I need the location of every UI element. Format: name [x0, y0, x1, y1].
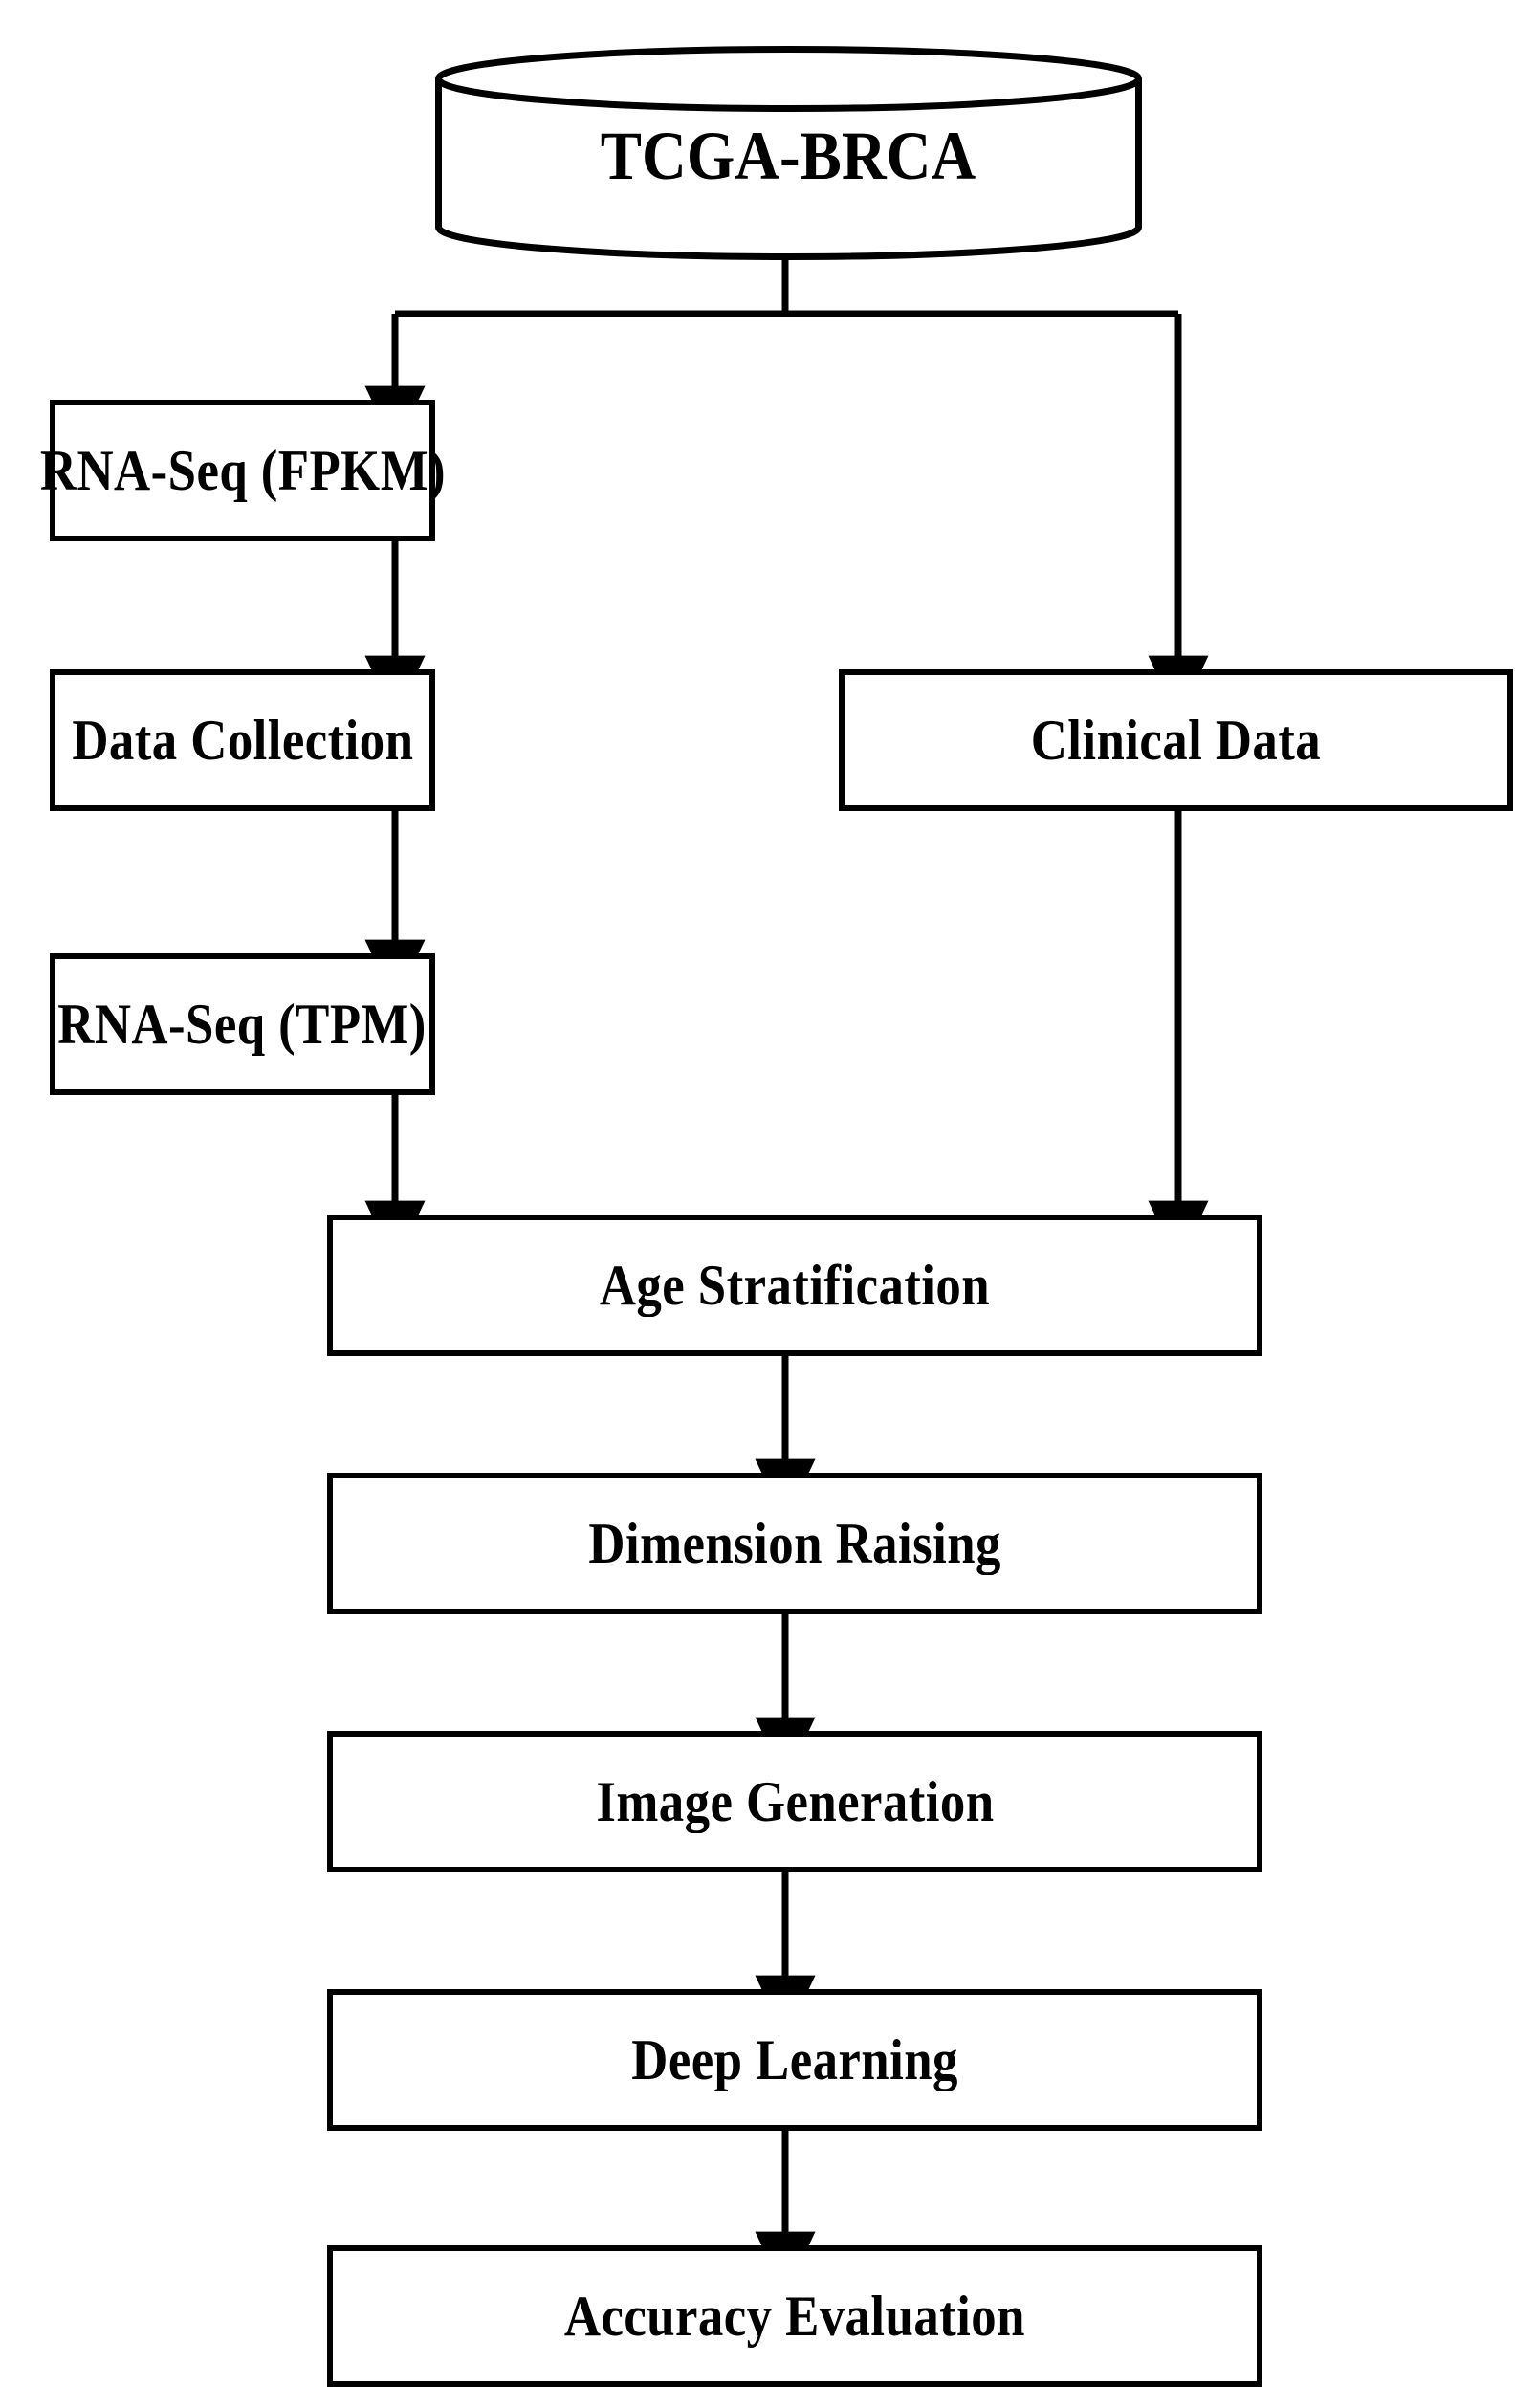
node-data-collection[interactable]: Data Collection: [50, 669, 435, 811]
node-label-rna-seq-tpm: RNA-Seq (TPM): [57, 992, 428, 1056]
node-label-deep-learning: Deep Learning: [631, 2027, 958, 2091]
cylinder-shape: [435, 46, 1142, 260]
node-tcga-brca[interactable]: TCGA-BRCA: [435, 46, 1142, 260]
node-label-data-collection: Data Collection: [71, 708, 414, 772]
node-dimension-raising[interactable]: Dimension Raising: [327, 1473, 1262, 1614]
node-label-clinical-data: Clinical Data: [1030, 708, 1322, 772]
node-age-stratification[interactable]: Age Stratification: [327, 1215, 1262, 1356]
node-accuracy-evaluation[interactable]: Accuracy Evaluation: [327, 2245, 1262, 2387]
node-image-generation[interactable]: Image Generation: [327, 1731, 1262, 1872]
cylinder-top-ellipse: [435, 46, 1142, 112]
node-deep-learning[interactable]: Deep Learning: [327, 1989, 1262, 2131]
node-label-dimension-raising: Dimension Raising: [588, 1511, 1001, 1575]
node-rna-seq-tpm[interactable]: RNA-Seq (TPM): [50, 953, 435, 1095]
node-label-tcga-brca: TCGA-BRCA: [601, 118, 976, 194]
node-label-accuracy-evaluation: Accuracy Evaluation: [563, 2284, 1026, 2348]
node-rna-seq-fpkm[interactable]: RNA-Seq (FPKM): [39, 400, 445, 541]
node-clinical-data[interactable]: Clinical Data: [839, 669, 1513, 811]
node-label-rna-seq-fpkm: RNA-Seq (FPKM): [39, 438, 446, 502]
cylinder-body: [435, 76, 1142, 260]
node-label-age-stratification: Age Stratification: [599, 1253, 991, 1317]
node-label-image-generation: Image Generation: [595, 1769, 995, 1833]
